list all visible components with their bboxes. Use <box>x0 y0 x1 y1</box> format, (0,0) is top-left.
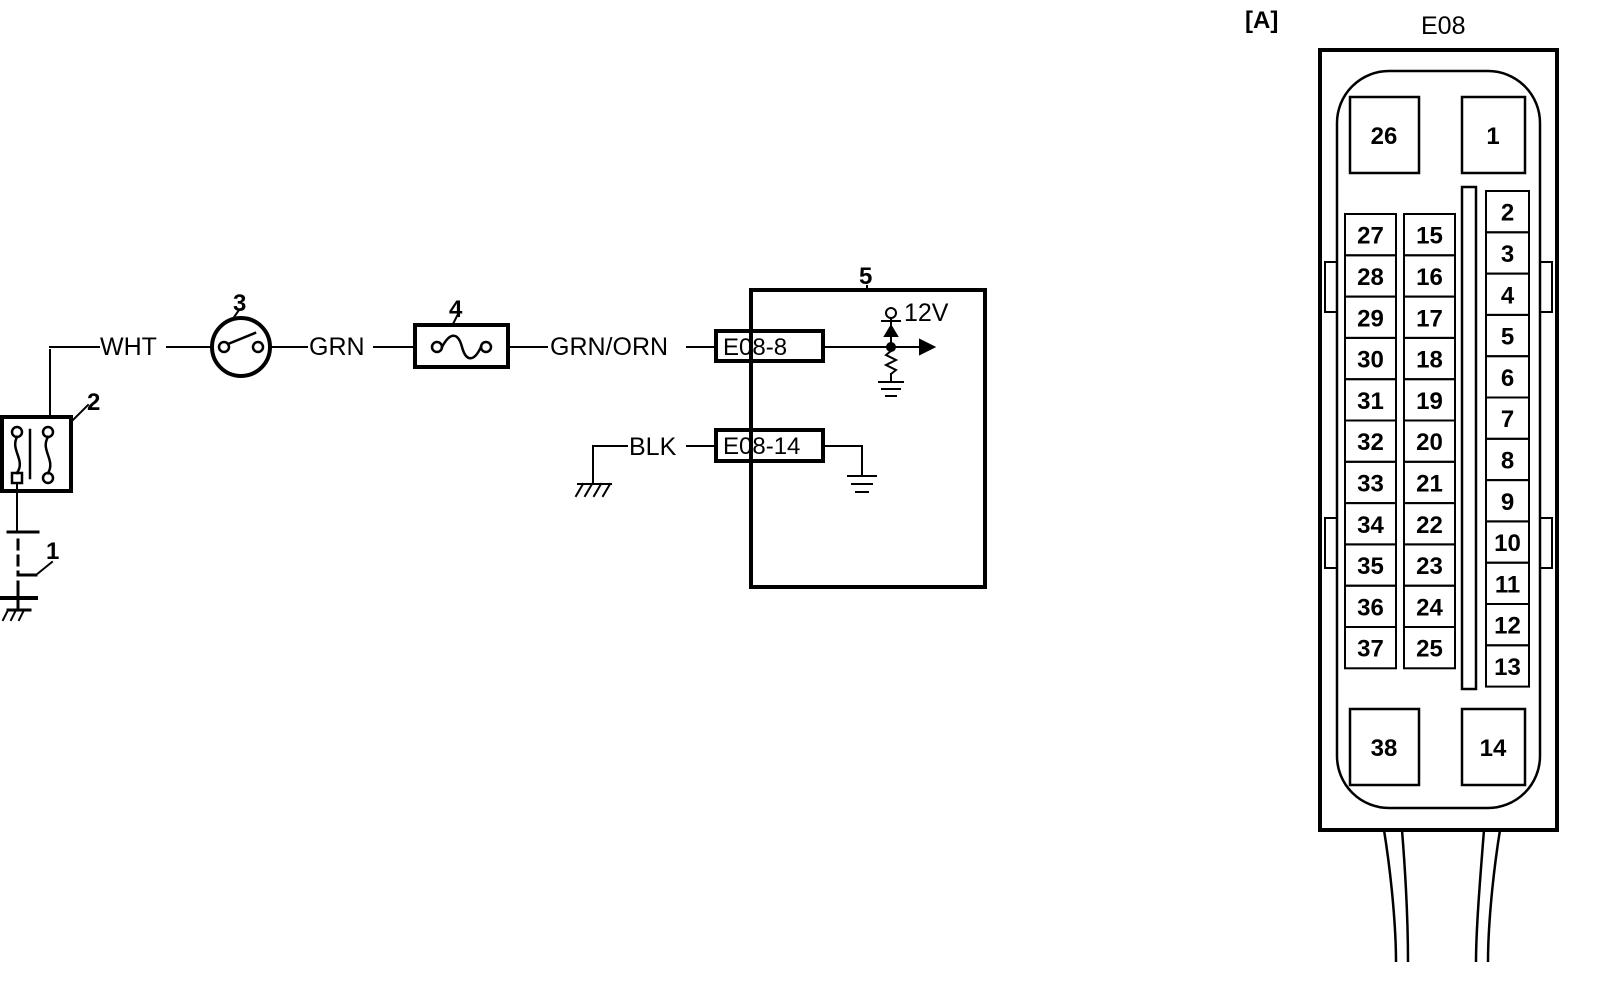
pin-label-5: 5 <box>1501 324 1514 351</box>
pin-box-37 <box>1344 626 1397 670</box>
pin-label-25: 25 <box>1416 636 1443 663</box>
pin-label-24: 24 <box>1416 594 1443 621</box>
ground-wire-blk <box>574 445 717 498</box>
pin-label-13: 13 <box>1494 654 1521 681</box>
pin-box-25 <box>1403 626 1456 670</box>
pin-label-30: 30 <box>1357 347 1384 374</box>
pin-label-23: 23 <box>1416 553 1443 580</box>
pin-label-36: 36 <box>1357 594 1384 621</box>
wire-label-grn-orn: GRN/ORN <box>550 333 668 361</box>
pin-label-17: 17 <box>1416 305 1443 332</box>
wire-label-grn: GRN <box>309 333 365 361</box>
pin-label-22: 22 <box>1416 512 1443 539</box>
pin-label-33: 33 <box>1357 470 1384 497</box>
terminal-label-e08-8: E08-8 <box>723 334 787 361</box>
latch-right-top <box>1539 261 1553 313</box>
pin-label-38: 38 <box>1371 735 1398 762</box>
pin-label-4: 4 <box>1501 282 1515 309</box>
pin-grid-mid-col <box>1403 213 1456 670</box>
wire-label-wht: WHT <box>100 333 157 361</box>
connector-e08 <box>1318 48 1559 963</box>
pin-box-1 <box>1460 95 1527 175</box>
item-number-ignition-switch: 3 <box>233 290 246 317</box>
pin-box-13 <box>1485 644 1530 688</box>
pin-label-16: 16 <box>1416 264 1443 291</box>
item-number-fuse: 4 <box>449 296 463 323</box>
ignition-switch-symbol <box>210 308 272 378</box>
pin-label-15: 15 <box>1416 223 1443 250</box>
pin-label-32: 32 <box>1357 429 1384 456</box>
pin-label-6: 6 <box>1501 365 1514 392</box>
item-number-ecm: 5 <box>859 263 872 290</box>
pin-label-14: 14 <box>1480 735 1507 762</box>
pin-label-18: 18 <box>1416 347 1443 374</box>
pin-box-14 <box>1460 707 1527 787</box>
item-number-battery: 1 <box>46 538 59 565</box>
pin-grid-right-col <box>1485 190 1530 688</box>
pin-label-19: 19 <box>1416 388 1443 415</box>
fuse-symbol <box>413 314 510 369</box>
pin-label-34: 34 <box>1357 512 1384 539</box>
terminal-label-e08-14: E08-14 <box>723 433 800 460</box>
pin-label-20: 20 <box>1416 429 1443 456</box>
item-number-main-fuse-box: 2 <box>87 389 100 416</box>
connector-divider-bar <box>1460 185 1478 691</box>
connector-inner-outline <box>1335 69 1542 810</box>
pin-label-31: 31 <box>1357 388 1384 415</box>
pin-grid-left-col <box>1344 213 1397 670</box>
pin-label-29: 29 <box>1357 305 1384 332</box>
pin-label-7: 7 <box>1501 406 1514 433</box>
pin-label-10: 10 <box>1494 530 1521 557</box>
pin-box-26 <box>1348 95 1421 175</box>
connector-name: E08 <box>1421 12 1465 40</box>
pin-box-38 <box>1348 707 1421 787</box>
battery-symbol <box>0 530 54 622</box>
pin-label-28: 28 <box>1357 264 1384 291</box>
pin-label-9: 9 <box>1501 489 1514 516</box>
connector-harness <box>1382 829 1502 963</box>
pin-label-27: 27 <box>1357 223 1384 250</box>
main-fuse-box-symbol <box>0 349 90 533</box>
pin-label-11: 11 <box>1495 571 1520 598</box>
pin-label-26: 26 <box>1371 123 1398 150</box>
latch-left-top <box>1324 261 1338 313</box>
wire-label-blk: BLK <box>629 433 677 461</box>
connector-housing <box>1318 48 1559 832</box>
pin-label-37: 37 <box>1357 636 1384 663</box>
pin-label-21: 21 <box>1416 470 1443 497</box>
view-label: [A] <box>1245 7 1278 34</box>
pin-label-12: 12 <box>1494 613 1521 640</box>
pin-label-layer: 2728293031323334353637151617181920212223… <box>1357 200 1521 681</box>
voltage-label: 12V <box>904 299 949 327</box>
latch-right-bottom <box>1539 517 1553 569</box>
pin-label-2: 2 <box>1501 200 1514 227</box>
ecm-internal-circuit <box>822 307 937 493</box>
pin-label-8: 8 <box>1501 447 1514 474</box>
latch-left-bottom <box>1324 517 1338 569</box>
pin-label-1: 1 <box>1486 123 1499 150</box>
pin-label-35: 35 <box>1357 553 1384 580</box>
circuit-schematic <box>0 285 987 622</box>
pin-label-3: 3 <box>1501 241 1514 268</box>
